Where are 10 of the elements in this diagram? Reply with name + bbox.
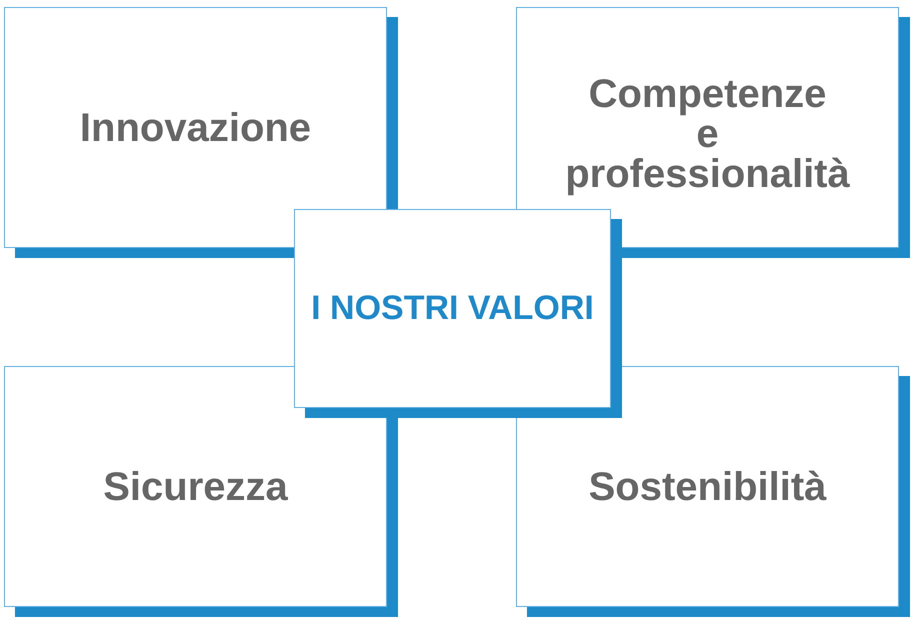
value-card [4,7,398,258]
central-label: I NOSTRI VALORI [311,289,594,328]
value-label: Competenze e professionalità [565,74,850,194]
central-card [294,209,622,418]
value-label: Sicurezza [103,464,288,510]
value-card [516,366,910,617]
value-label: Sostenibilità [588,464,826,510]
value-label: Innovazione [80,104,312,150]
value-card [516,7,910,258]
value-card [4,366,398,617]
